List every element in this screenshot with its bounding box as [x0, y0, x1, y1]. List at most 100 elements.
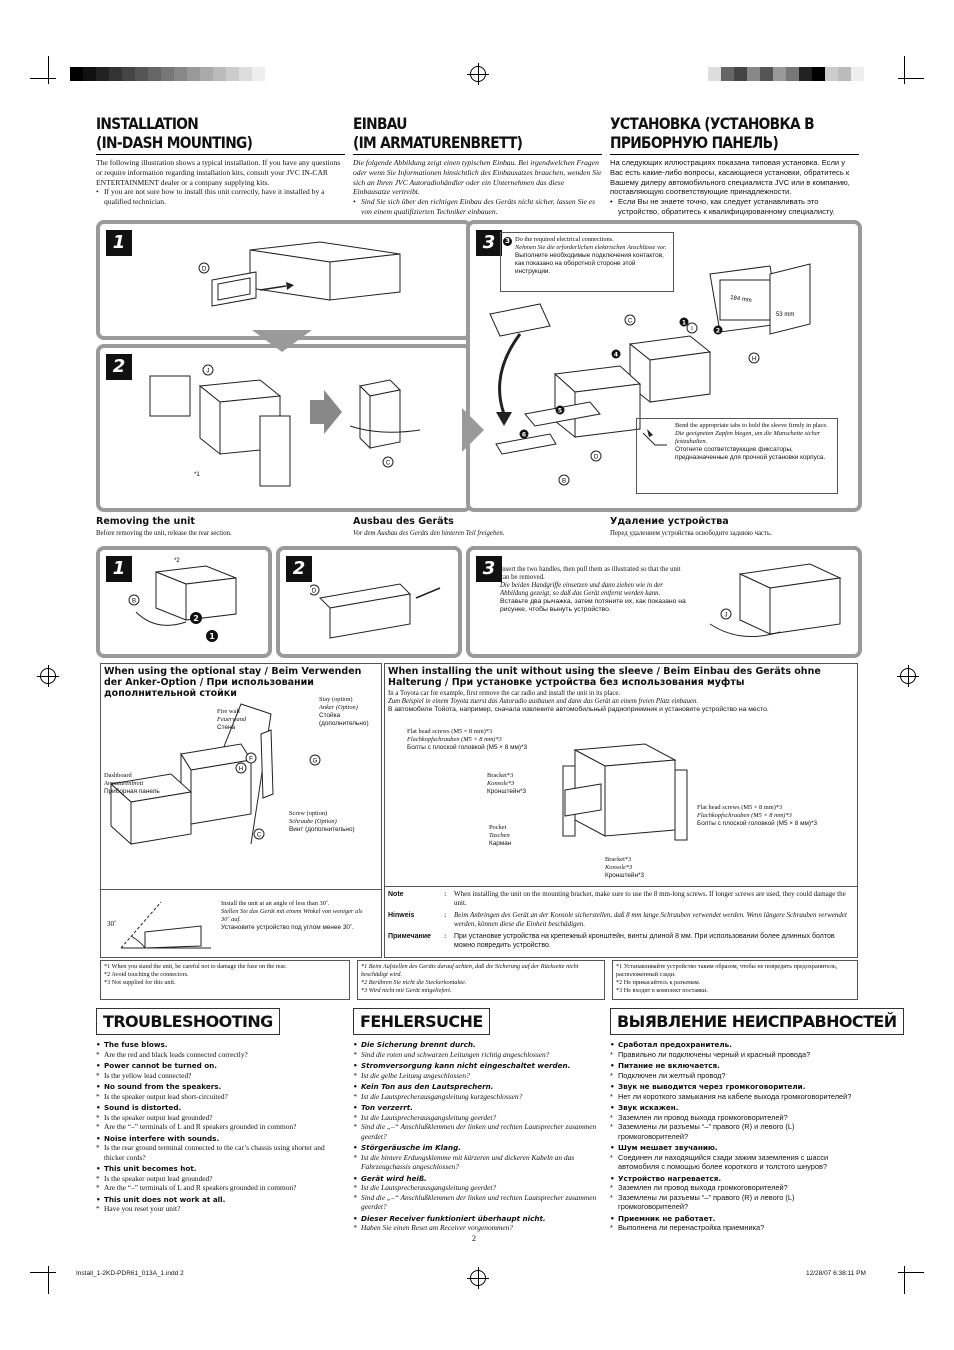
remove-panel-1: 1 2 1 B *2	[96, 546, 272, 658]
removing-ru: Удаление устройства Перед удалением устр…	[610, 516, 860, 538]
primechanie-label: Примечание	[388, 933, 431, 940]
label-h2: H	[239, 767, 243, 773]
stay-section: When using the optional stay / Beim Verw…	[100, 663, 382, 958]
removing-en-text: Before removing the unit, release the re…	[96, 530, 232, 537]
dashboard-label: Dashboard Armaturenbrett Приборная панел…	[104, 772, 160, 796]
angle-illustration: 30˚	[107, 901, 211, 949]
flat1-label: Flat head screws (M5 × 8 mm)*3 Flachkopf…	[407, 728, 527, 752]
angle-text: Install the unit at an angle of less tha…	[221, 900, 371, 932]
pocket-en: Pocket	[489, 824, 507, 831]
step-number: 1	[106, 230, 132, 256]
footnotes-de: *1 Beim Aufstellen des Geräts darauf ach…	[357, 960, 605, 1000]
label-star2: *2	[174, 558, 180, 564]
dim-53: 53 mm	[776, 312, 794, 318]
crop-mark	[904, 1266, 905, 1294]
label-n5: 5	[558, 408, 562, 415]
trouble-symptom: The fuse blows.	[96, 1040, 346, 1050]
angle-value: 30˚	[107, 920, 116, 928]
tabs-ru: Отогните соответствующие фиксаторы, пред…	[675, 446, 826, 461]
footnote-item: *3 Wird nicht mit Gerät mitgeliefert.	[361, 987, 452, 994]
trouble-check: *Is the speaker output lead grounded?	[96, 1173, 213, 1183]
intro-ru: На следующих иллюстрациях показана типов…	[610, 158, 860, 217]
br2-ru: Кронштейн*3	[605, 872, 645, 879]
trouble-check: *Sind die roten und schwarzen Leitungen …	[353, 1049, 550, 1059]
pocket-label: Pocket Taschen Карман	[489, 824, 511, 848]
remove-illustration-2: D	[310, 583, 441, 639]
trouble-check: *Is the yellow lead connected?	[96, 1070, 192, 1080]
nosleeve-ru: В автомобиле Тойота, например, сначала и…	[388, 706, 769, 713]
remove3-en: Insert the two handles, then pull them a…	[500, 566, 681, 581]
footnote-item: *1 Beim Aufstellen des Geräts darauf ach…	[361, 963, 579, 978]
label-n2b: 2	[193, 614, 199, 623]
trouble-check: *Is the rear ground terminal connected t…	[96, 1143, 325, 1162]
trouble-check: *Sind die „–“ Anschlußklemmen der linken…	[353, 1192, 597, 1212]
label-d3: D	[312, 589, 317, 595]
rule	[610, 154, 859, 155]
notes: Note : When installing the unit on the m…	[388, 890, 852, 950]
trouble-symptom: Звук искажен.	[610, 1103, 860, 1113]
remove-panel-2: 2 D	[276, 546, 462, 658]
trouble-check: *Заземлен ли провод выхода громкоговорит…	[610, 1112, 788, 1122]
flat1-ru: Болты с плоской головкой (M5 × 8 мм)*3	[407, 744, 528, 751]
callout-number-3: 3	[503, 237, 512, 246]
registration-mark	[37, 665, 59, 687]
footnote-item: *3 Not supplied for this unit.	[104, 979, 176, 986]
label-j2: J	[725, 613, 728, 619]
screw-ru: Винт (дополнительно)	[289, 826, 355, 833]
trouble-symptom: Noise interfere with sounds.	[96, 1134, 346, 1144]
step-number: 2	[106, 354, 132, 380]
trouble-symptom: Устройство нагревается.	[610, 1174, 860, 1184]
label-d2: D	[594, 455, 599, 461]
trouble-check: *Заземлены ли разъемы “–” правого (R) и …	[610, 1192, 795, 1212]
troubleshooting-list-de: Die Sicherung brennt durch.*Sind die rot…	[353, 1040, 603, 1235]
trouble-check: *Ist die gelbe Leitung angeschlossen?	[353, 1070, 470, 1080]
heading-de: EINBAU (IM ARMATURENBRETT)	[353, 114, 523, 152]
label-c3: C	[257, 833, 262, 839]
trouble-symptom: Питание не включается.	[610, 1061, 860, 1071]
registration-mark	[897, 665, 919, 687]
rule	[101, 889, 381, 890]
step3-en: Do the required electrical connections.	[515, 236, 614, 243]
color-strip-left	[70, 66, 265, 85]
step-number: 2	[286, 556, 312, 582]
page-number: 2	[472, 1234, 476, 1243]
intro-de: Die folgende Abbildung zeigt einen typis…	[353, 158, 603, 217]
color-strip-right	[708, 66, 864, 85]
footnote-item: *1 Устанавливайте устройство таким образ…	[616, 963, 838, 978]
flat2-de: Flachkopfschrauben (M5 × 8 mm)*3	[697, 812, 792, 819]
heading-ru: УСТАНОВКА (УСТАНОВКА В ПРИБОРНУЮ ПАНЕЛЬ)	[610, 114, 815, 152]
trouble-symptom: Power cannot be turned on.	[96, 1061, 346, 1071]
pocket-ru: Карман	[489, 840, 512, 847]
angle-de: Stellen Sie das Gerät mit einem Winkel v…	[221, 908, 363, 923]
trouble-check: *Ist die Lautsprecherausgangsleitung gee…	[353, 1183, 497, 1192]
removing-ru-text: Перед удалением устройства освободите за…	[610, 530, 772, 537]
label-b2: B	[132, 599, 136, 605]
removing-de-text: Vor dem Ausbau des Geräts den hinteren T…	[353, 530, 505, 537]
trouble-check: *Выполнена ли перенастройка приемника?	[610, 1223, 765, 1232]
hinweis-label: Hinweis	[388, 912, 415, 919]
note-en: When installing the unit on the mounting…	[454, 890, 846, 907]
intro-en-bullet: If you are not sure how to install this …	[96, 187, 346, 207]
label-f: F	[249, 757, 253, 763]
pocket-de: Taschen	[489, 832, 510, 839]
trouble-symptom: Gerät wird heiß.	[353, 1174, 603, 1184]
trouble-check: *Правильно ли подключены черный и красны…	[610, 1049, 811, 1059]
removing-de-heading: Ausbau des Geräts	[353, 516, 454, 527]
trouble-check: *Is the speaker output lead grounded?	[96, 1112, 213, 1122]
troubleshooting-heading-ru: ВЫЯВЛЕНИЕ НЕИСПРАВНОСТЕЙ	[610, 1008, 904, 1035]
trouble-check: *Is the speaker output lead short-circui…	[96, 1091, 228, 1101]
trouble-check: *Ist die hintere Erdungsklemme mit kürze…	[353, 1152, 575, 1172]
trouble-check: *Нет ли короткого замыкания на кабеле вы…	[610, 1091, 852, 1101]
crop-mark	[48, 1266, 49, 1294]
dash-ru: Приборная панель	[104, 788, 160, 795]
removing-en: Removing the unit Before removing the un…	[96, 516, 346, 538]
stay-en: Stay (option)	[319, 696, 353, 703]
trouble-symptom: This unit does not work at all.	[96, 1195, 346, 1205]
trouble-symptom: This unit becomes hot.	[96, 1164, 346, 1174]
trouble-check: *Подключен ли желтый провод?	[610, 1070, 726, 1080]
step-panel-2: 2 J C *1	[96, 344, 472, 512]
trouble-symptom: Приемник не работает.	[610, 1214, 860, 1224]
stay-de: Anker (Option)	[319, 704, 358, 711]
angle-en: Install the unit at an angle of less tha…	[221, 900, 330, 907]
right-arrow-icon	[462, 408, 484, 452]
